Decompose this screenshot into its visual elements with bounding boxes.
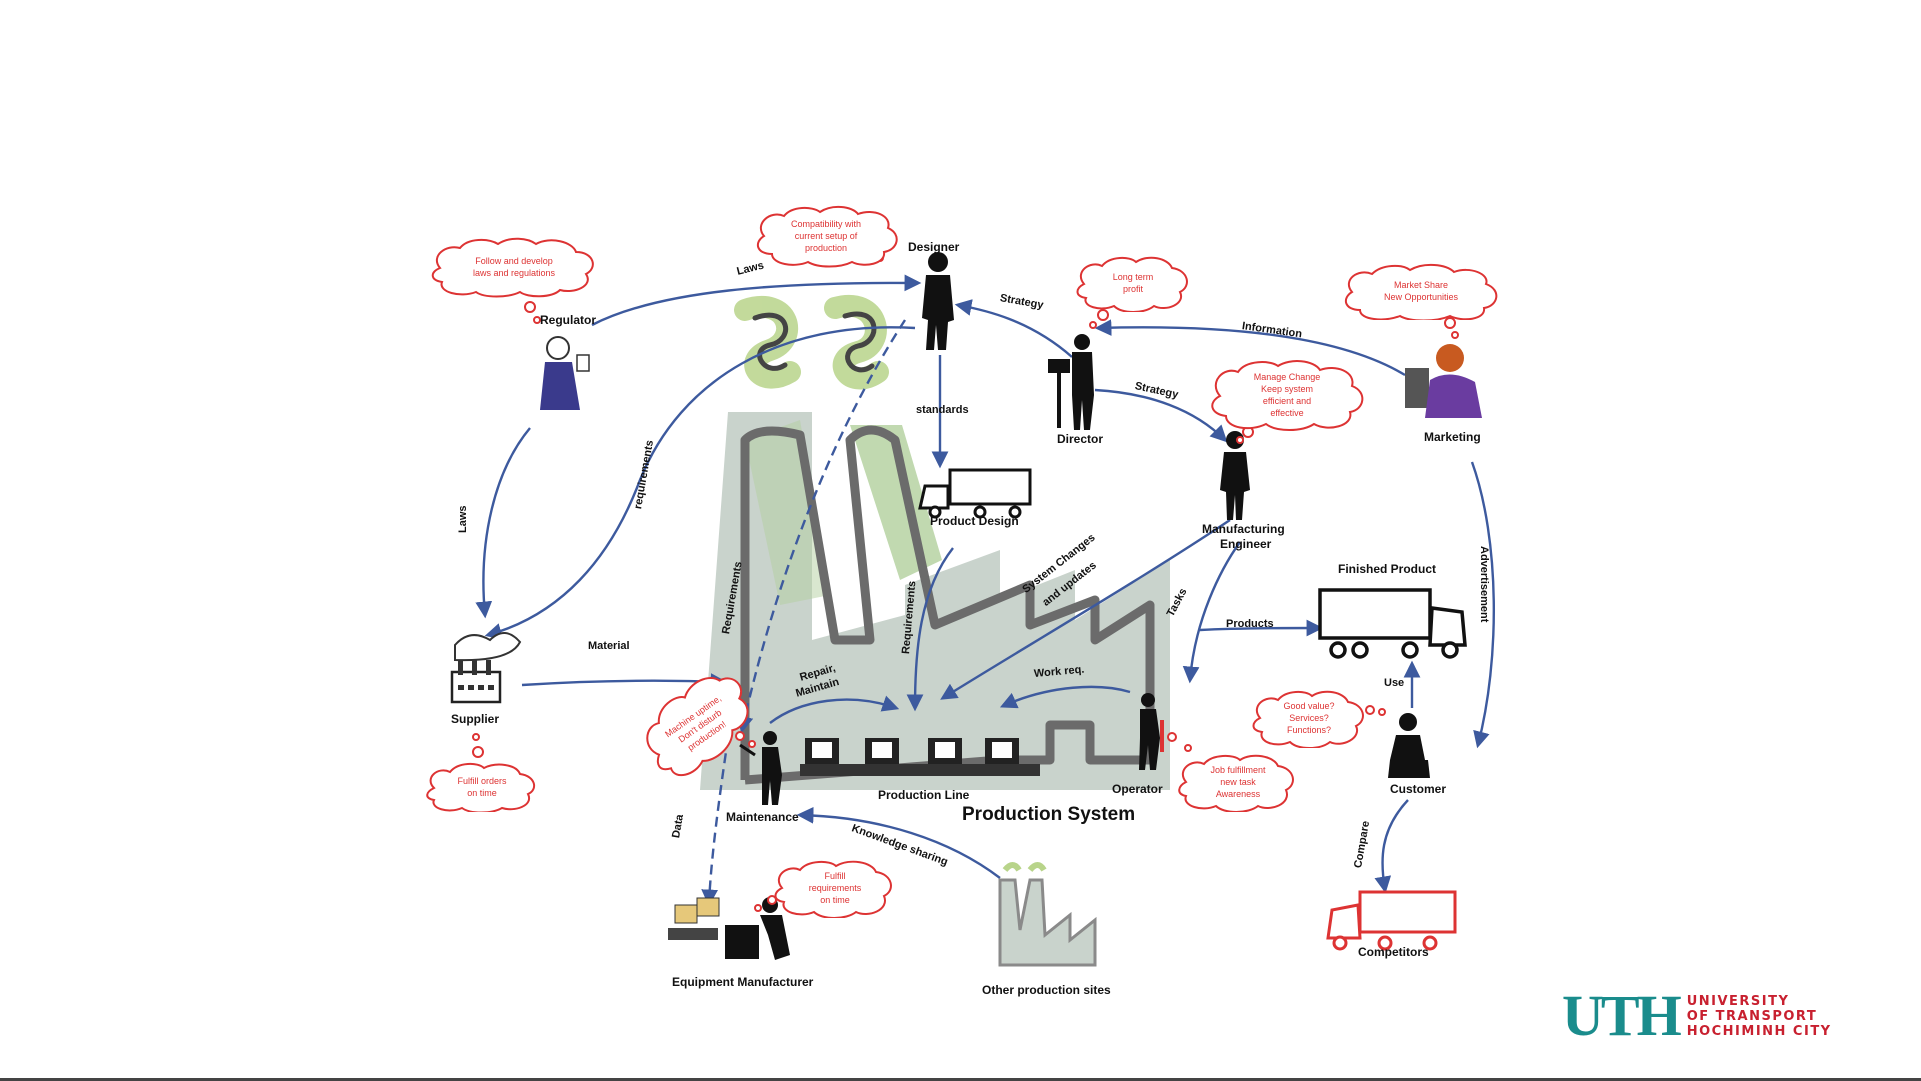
arrow-information — [1094, 319, 1406, 377]
arrow-laws-left — [475, 427, 531, 619]
customer-figure — [1388, 713, 1430, 778]
marketing-figure — [1405, 344, 1482, 418]
arrow-knowledge — [796, 806, 1001, 879]
director-figure — [1048, 334, 1094, 430]
logo-mark: UTH — [1562, 983, 1682, 1048]
arrow-requirements-dashed — [736, 319, 907, 734]
label-equipment-manufacturer: Equipment Manufacturer — [672, 975, 814, 989]
arrow-laws-top — [591, 274, 922, 327]
arrow-label-laws-left: Laws — [457, 505, 469, 533]
truck-product-design — [918, 468, 1032, 519]
arrow-label-advertisement: Advertisement — [1478, 546, 1490, 623]
label-competitors: Competitors — [1358, 945, 1429, 959]
arrow-label-use: Use — [1384, 677, 1405, 689]
bubble-customer: Good value?Services?Functions? — [1250, 688, 1368, 748]
diagram-title: Production System — [962, 804, 1136, 825]
label-marketing: Marketing — [1424, 430, 1481, 444]
regulator-figure — [540, 336, 590, 410]
equipment-manufacturer-figure — [668, 897, 790, 960]
logo-line1: UNIVERSITY — [1686, 993, 1790, 1009]
arrow-label-standards: standards — [916, 404, 969, 416]
arrow-requirements-right — [906, 547, 954, 712]
operator-figure — [1139, 693, 1164, 770]
label-designer: Designer — [908, 240, 960, 254]
logo-line2: OF TRANSPORT — [1686, 1008, 1818, 1024]
truck-finished-product — [1318, 588, 1467, 659]
arrow-label-material: Material — [588, 640, 630, 652]
arrow-label-products: Products — [1226, 618, 1274, 630]
label-operator: Operator — [1112, 782, 1163, 796]
uth-logo: UTH UNIVERSITY OF TRANSPORT HOCHIMINH CI… — [1562, 983, 1832, 1048]
engineer-figure — [1220, 431, 1250, 520]
label-production-line: Production Line — [878, 788, 970, 802]
arrow-strategy-designer — [954, 299, 1073, 358]
arrow-products — [1199, 619, 1324, 637]
arrow-repair — [769, 695, 900, 724]
arrow-strategy-engineer — [1094, 388, 1228, 443]
arrow-tasks — [1182, 541, 1241, 684]
truck-competitors — [1326, 890, 1457, 951]
label-finished-product: Finished Product — [1338, 562, 1437, 576]
other-sites-icon — [998, 862, 1097, 967]
label-supplier: Supplier — [451, 712, 500, 726]
supplier-icon — [450, 632, 522, 704]
label-maintenance: Maintenance — [726, 810, 799, 824]
label-regulator: Regulator — [540, 313, 597, 327]
production-line-machines — [800, 738, 1040, 776]
logo-text: UNIVERSITY OF TRANSPORT HOCHIMINH CITY — [1687, 994, 1832, 1039]
label-customer: Customer — [1390, 782, 1447, 796]
label-engineer-2: Engineer — [1220, 537, 1272, 551]
label-product-design: Product Design — [930, 514, 1019, 528]
designer-figure — [922, 252, 954, 350]
logo-line3: HOCHIMINH CITY — [1686, 1023, 1832, 1039]
arrow-compare — [1374, 799, 1409, 894]
label-engineer-1: Manufacturing — [1202, 522, 1285, 536]
arrow-requirements-left — [484, 326, 916, 640]
maintenance-figure — [739, 731, 782, 805]
arrow-system-changes — [940, 519, 1231, 700]
bubble-trails — [472, 242, 1459, 912]
actor-figures — [540, 252, 1482, 960]
bottom-rule — [0, 1078, 1921, 1081]
label-other-sites: Other production sites — [982, 983, 1111, 997]
arrow-advertisement — [1470, 461, 1495, 749]
label-director: Director — [1057, 432, 1104, 446]
arrow-work-req — [999, 685, 1131, 709]
